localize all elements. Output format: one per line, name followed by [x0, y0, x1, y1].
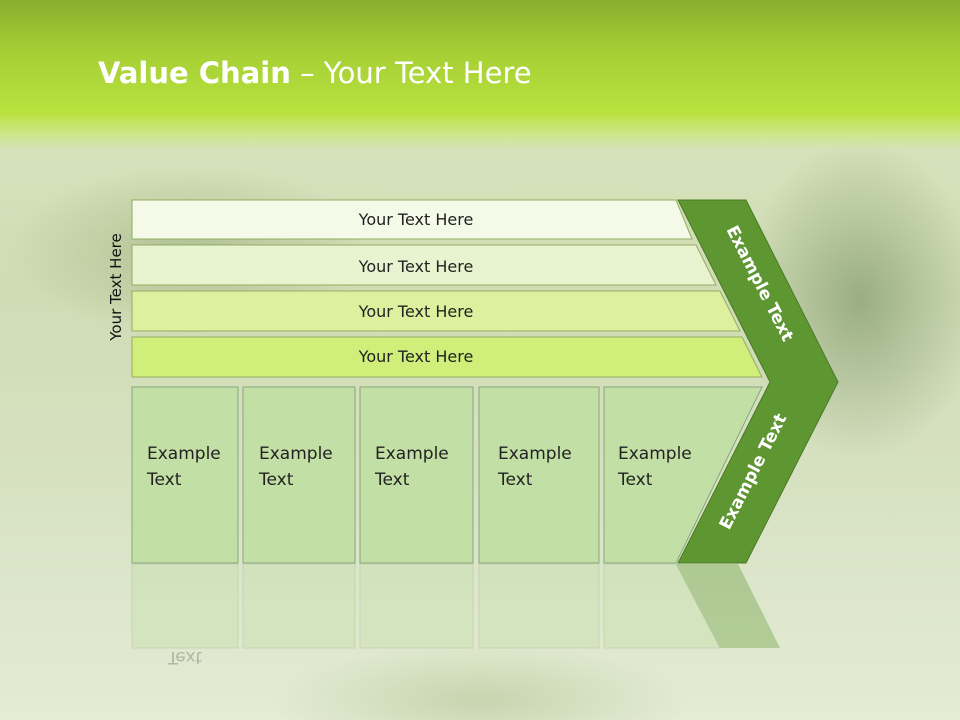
reflection-box-1	[131, 563, 239, 649]
box-1	[131, 386, 239, 564]
reflection-box-4	[478, 563, 600, 649]
box-1-line1: Example	[147, 444, 221, 464]
box-5	[603, 386, 763, 564]
bar-3	[131, 290, 741, 332]
box-4-line2: Text	[497, 470, 533, 490]
page-title: Value Chain – Your Text Here	[98, 56, 532, 90]
box-2	[242, 386, 356, 564]
title-rest: – Your Text Here	[290, 56, 532, 90]
box-2-line2: Text	[258, 470, 294, 490]
box-1-line2: Text	[146, 470, 182, 490]
bar-3-label: Your Text Here	[358, 302, 474, 321]
title-bold: Value Chain	[98, 56, 291, 90]
reflection-text-1: Text	[167, 647, 203, 667]
bar-4-label: Your Text Here	[358, 347, 474, 366]
bar-4	[131, 336, 763, 378]
box-5-line2: Text	[617, 470, 653, 490]
box-3	[359, 386, 474, 564]
reflection-box-2	[242, 563, 356, 649]
bar-1	[131, 199, 693, 240]
reflection-box-5	[603, 563, 721, 649]
box-3-line2: Text	[374, 470, 410, 490]
box-5-line1: Example	[618, 444, 692, 464]
box-2-line1: Example	[259, 444, 333, 464]
reflection-arrow	[676, 564, 780, 648]
diagram-reflection: Text	[131, 563, 780, 667]
bar-2	[131, 244, 717, 286]
box-4-line1: Example	[498, 444, 572, 464]
box-3-line1: Example	[375, 444, 449, 464]
chevron-arrow	[677, 199, 839, 564]
bar-2-label: Your Text Here	[358, 257, 474, 276]
box-4	[478, 386, 600, 564]
reflection-box-3	[359, 563, 474, 649]
header-band	[0, 0, 960, 150]
bar-1-label: Your Text Here	[358, 210, 474, 229]
